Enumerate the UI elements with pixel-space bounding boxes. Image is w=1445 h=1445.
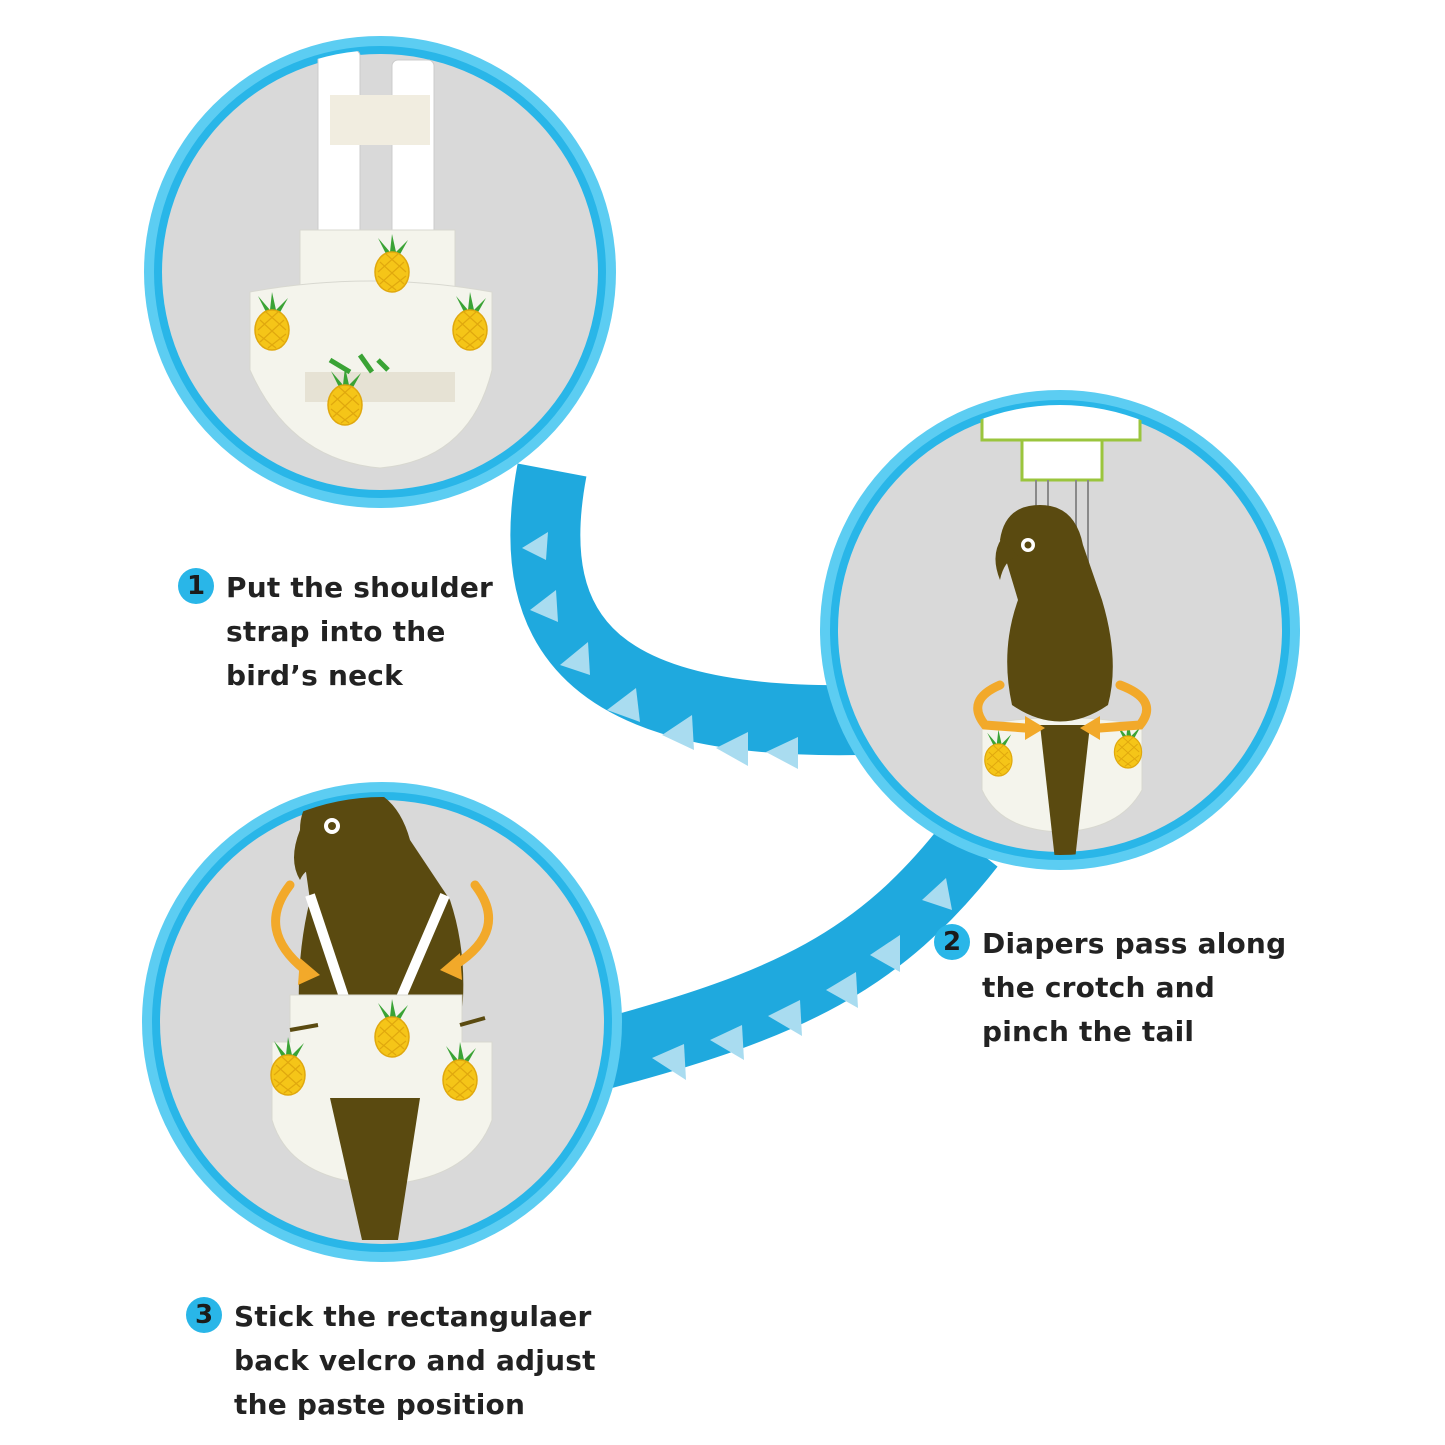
step-2-text: Diapers pass along the crotch and pinch …: [982, 927, 1287, 1048]
step-1-number: 1: [178, 568, 214, 604]
step-3-label: 3 Stick the rectangulaer back velcro and…: [186, 1295, 596, 1427]
orange-arrow-icon: [271, 880, 494, 975]
path-band-2-to-3: [591, 823, 998, 1089]
left-strap-icon: [317, 50, 361, 251]
bird-back-icon: [294, 797, 464, 1030]
step-3-illustration: [142, 782, 622, 1262]
back-strap-icon: [305, 893, 450, 1002]
direction-arrows-2: [652, 878, 952, 1080]
step-1-label: 1 Put the shoulder strap into the bird’s…: [178, 566, 493, 698]
step-3-text: Stick the rectangulaer back velcro and a…: [234, 1300, 596, 1421]
bird-icon: [995, 505, 1113, 855]
step-1-illustration: [144, 36, 616, 508]
step-2-illustration: [820, 390, 1300, 870]
right-strap-icon: [391, 59, 435, 251]
step-2-label: 2 Diapers pass along the crotch and pinc…: [934, 922, 1286, 1054]
direction-arrows-1: [522, 532, 798, 769]
step-3-number: 3: [186, 1297, 222, 1333]
step-1-text: Put the shoulder strap into the bird’s n…: [226, 571, 494, 692]
step-2-number: 2: [934, 924, 970, 960]
orange-arrow-icon: [973, 680, 1152, 733]
path-band-1-to-2: [510, 463, 861, 756]
